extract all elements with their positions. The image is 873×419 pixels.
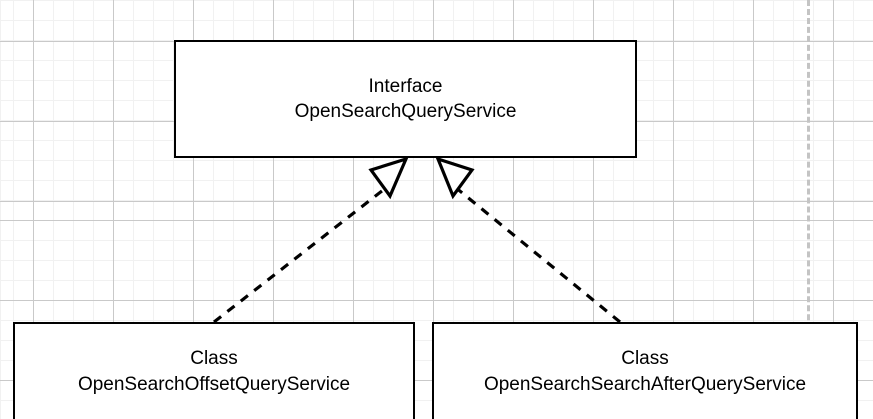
node-name: OpenSearchOffsetQueryService (77, 373, 351, 395)
node-stereotype: Interface (368, 75, 443, 97)
node-stereotype: Class (190, 348, 238, 370)
uml-node-class-opensearchoffsetqueryservice[interactable]: Class OpenSearchOffsetQueryService (13, 322, 415, 419)
node-stereotype: Class (621, 348, 669, 370)
uml-node-interface-opensearchqueryservice[interactable]: Interface OpenSearchQueryService (174, 40, 637, 158)
node-name: OpenSearchQueryService (294, 101, 517, 122)
uml-node-class-opensearchsearchafterqueryservice[interactable]: Class OpenSearchSearchAfterQueryService (432, 322, 858, 419)
page-boundary-guide (807, 0, 810, 419)
node-name: OpenSearchSearchAfterQueryService (483, 373, 807, 395)
